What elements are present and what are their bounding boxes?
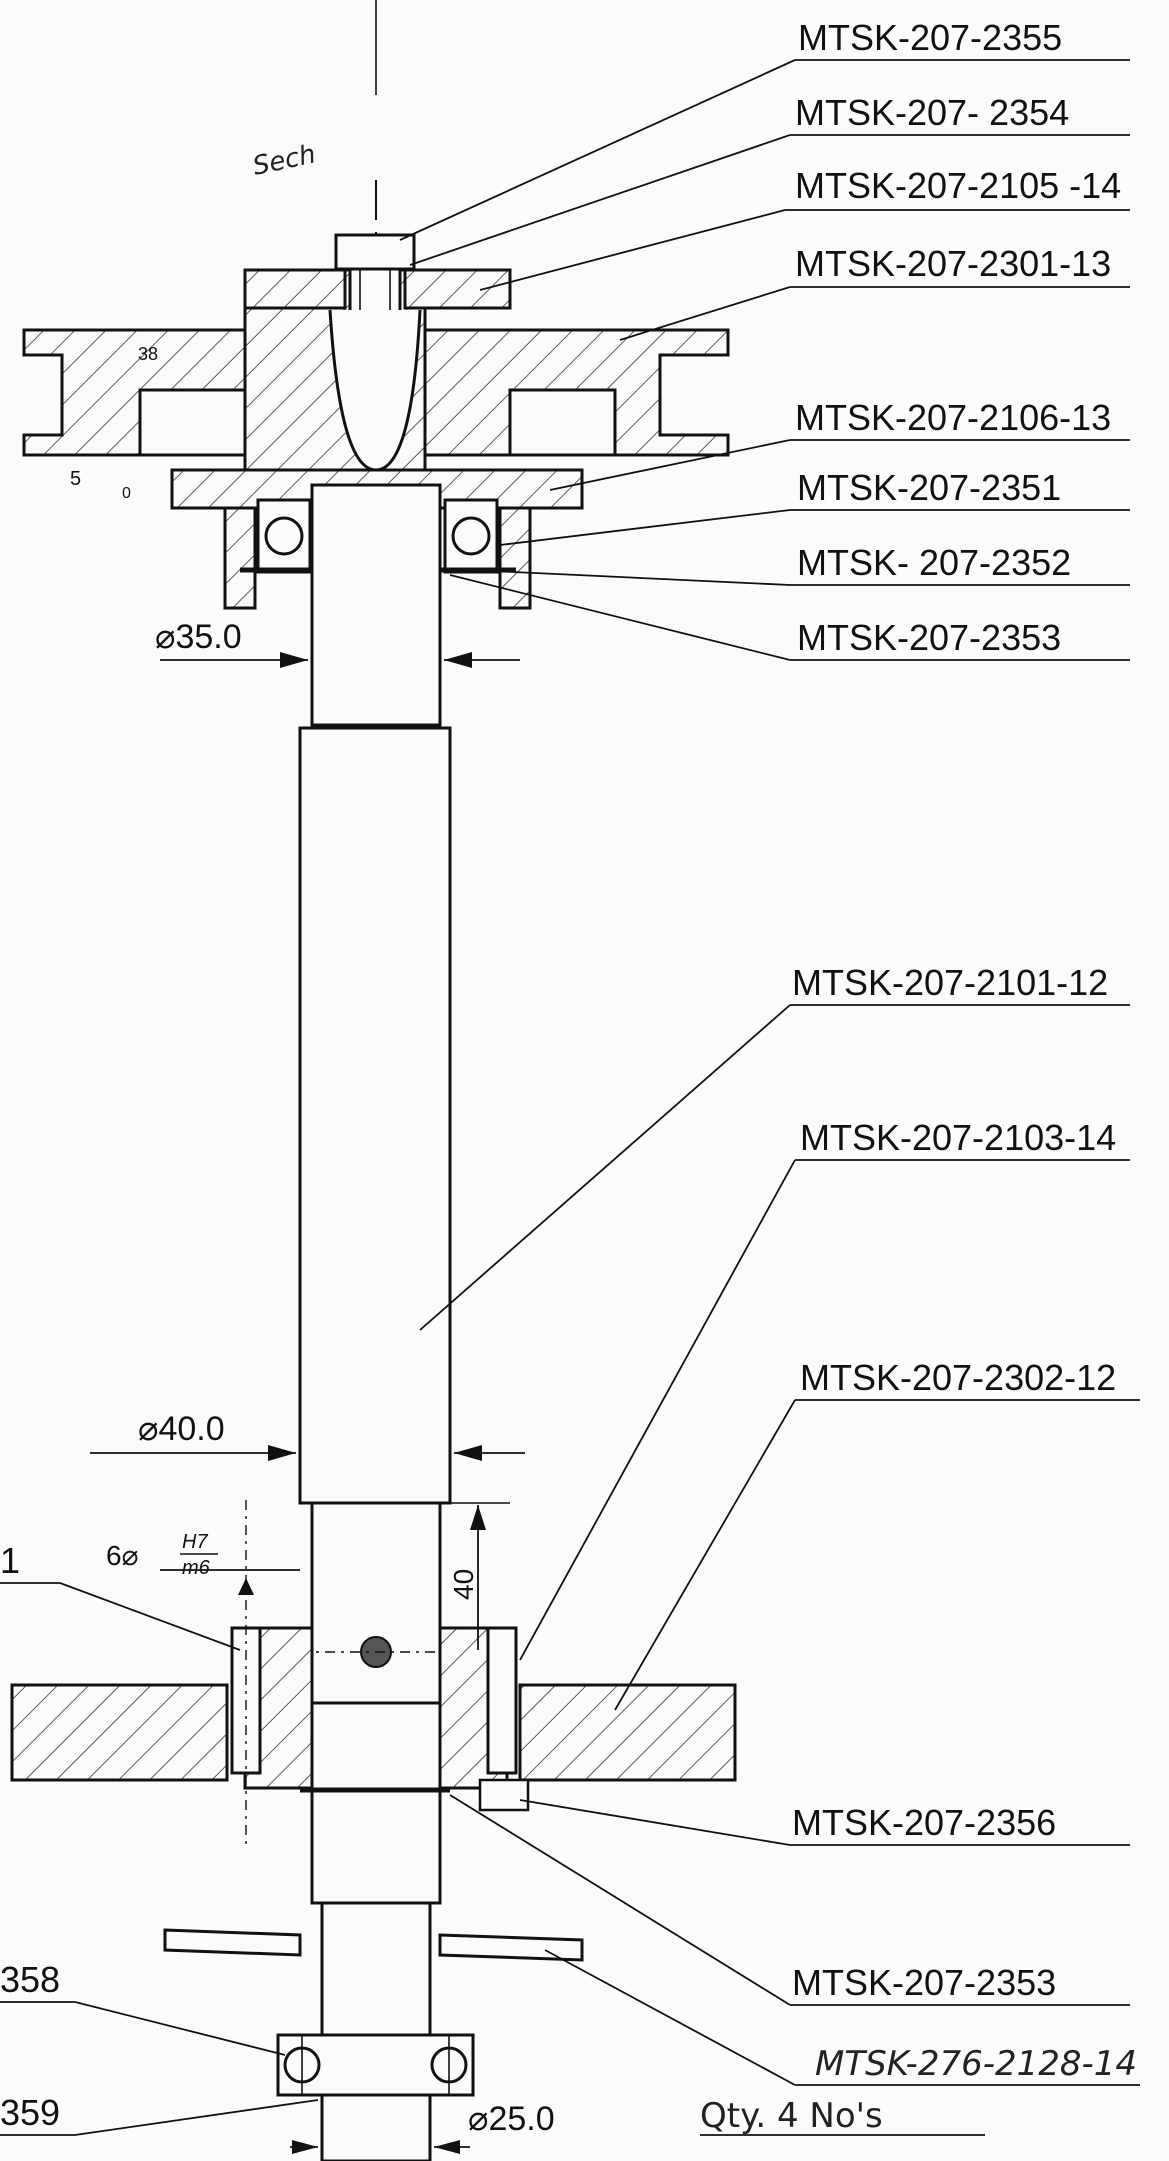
part-labels: MTSK-207-2355 MTSK-207- 2354 MTSK-207-21… (0, 17, 1137, 2133)
part-label: MTSK-207-2353 (797, 617, 1061, 658)
lower-flange-assembly (10, 1500, 737, 1850)
part-label: MTSK-207-2355 (798, 17, 1062, 58)
small-dimension: 5 (70, 468, 81, 490)
partial-label: 358 (0, 1959, 60, 2000)
part-label: MTSK-207-2301-13 (795, 243, 1111, 284)
small-dimension: 38 (138, 344, 158, 364)
diameter-dimension: ⌀35.0 (155, 618, 242, 656)
dimension-texts: ⌀35.0 ⌀40.0 ⌀25.0 6⌀ H7 m6 40 38 5 0 (70, 344, 555, 2138)
part-label: MTSK-207-2356 (792, 1802, 1056, 1843)
diameter-dimension: ⌀25.0 (468, 2100, 555, 2138)
part-label: MTSK-207- 2354 (795, 92, 1069, 133)
part-label: MTSK-276-2128-14 (815, 2044, 1137, 2084)
part-label: MTSK-207-2351 (797, 467, 1061, 508)
part-label: MTSK-207-2106-13 (795, 397, 1111, 438)
part-label: MTSK-207-2353 (792, 1962, 1056, 2003)
part-label: MTSK-207-2302-12 (800, 1357, 1116, 1398)
diameter-dimension: ⌀40.0 (138, 1410, 225, 1448)
dimension-lines (0, 652, 525, 2154)
main-shaft (250, 483, 500, 2161)
length-dimension: 40 (448, 1569, 479, 1600)
part-label: MTSK-207-2101-12 (792, 962, 1108, 1003)
partial-label: 1 (0, 1540, 20, 1581)
part-label: MTSK- 207-2352 (797, 542, 1071, 583)
partial-label: 359 (0, 2092, 60, 2133)
part-label: MTSK-207-2105 -14 (795, 165, 1121, 206)
bottom-bracket (163, 1928, 584, 2097)
top-flange-assembly (22, 233, 730, 610)
part-label: MTSK-207-2103-14 (800, 1117, 1116, 1158)
leader-lines (59, 59, 1140, 2136)
small-dimension: 0 (122, 485, 131, 502)
fit-lower: m6 (182, 1557, 211, 1579)
fit-dimension: 6⌀ (106, 1540, 138, 1571)
handwritten-note: Sech (250, 139, 318, 182)
quantity-note: Qty. 4 No's (700, 2096, 883, 2136)
fit-upper: H7 (182, 1531, 208, 1553)
